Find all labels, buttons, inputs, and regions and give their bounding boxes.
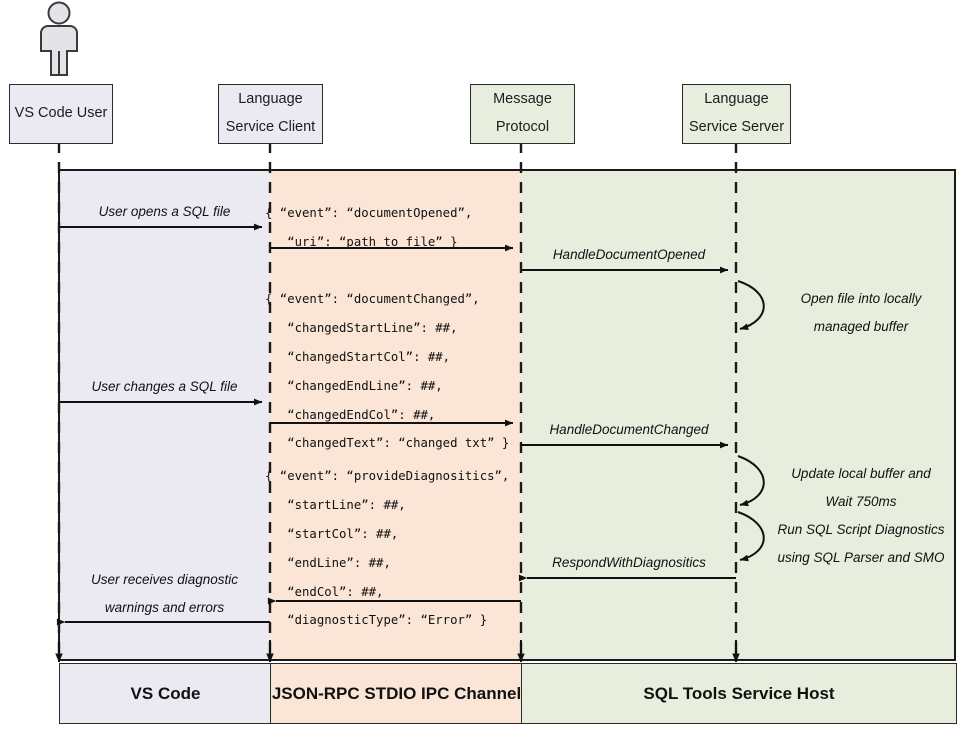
message-label-handle-document-changed: HandleDocumentChanged: [549, 422, 709, 437]
footer-vs-code[interactable]: VS Code: [59, 663, 272, 724]
lifeline-label-line: Protocol: [495, 119, 550, 135]
json-payload-document-changed: { “event”: “documentChanged”, “changedSt…: [265, 292, 510, 451]
message-label-respond-with-diagnositics: RespondWithDiagnositics: [552, 555, 706, 570]
footer-label: VS Code: [130, 683, 201, 703]
arrow-self-open-file: [737, 280, 765, 331]
band-ipc-channel: [270, 170, 521, 660]
footer-label: SQL Tools Service Host: [643, 683, 835, 703]
lifeline-label-line: Service Client: [225, 119, 316, 135]
footer-label: JSON-RPC STDIO IPC Channel: [271, 683, 522, 703]
message-label-handle-document-opened: HandleDocumentOpened: [552, 247, 706, 262]
lifeline-label-line: Language: [704, 91, 769, 108]
lifeline-label-line: Language: [238, 91, 303, 108]
note-update-buffer: Update local buffer and Wait 750ms: [791, 466, 931, 509]
lifeline-box-message-protocol[interactable]: Message Protocol: [470, 84, 575, 144]
lifeline-label-line: Message: [493, 91, 552, 108]
note-open-file: Open file into locally managed buffer: [800, 291, 922, 334]
footer-service-host[interactable]: SQL Tools Service Host: [521, 663, 957, 724]
arrow-self-run-diagnostics: [737, 511, 765, 562]
lifeline-box-vs-code-user[interactable]: VS Code User: [9, 84, 113, 144]
band-vs-code: [59, 170, 270, 660]
json-payload-document-opened: { “event”: “documentOpened”, “uri”: “pat…: [265, 206, 473, 249]
person-icon: [40, 1, 78, 76]
message-label-user-opens: User opens a SQL file: [98, 204, 231, 219]
lifeline-box-language-service-client[interactable]: Language Service Client: [218, 84, 323, 144]
lifeline-label-line: VS Code User: [14, 105, 108, 122]
message-label-user-changes: User changes a SQL file: [91, 379, 238, 394]
json-payload-provide-diagnositics: { “event”: “provideDiagnositics”, “start…: [265, 469, 510, 628]
message-label-user-receives: User receives diagnostic warnings and er…: [90, 572, 239, 615]
lifeline-box-language-service-server[interactable]: Language Service Server: [682, 84, 791, 144]
lifeline-label-line: Service Server: [688, 119, 785, 135]
arrow-self-update-buffer: [737, 455, 765, 507]
footer-ipc-channel[interactable]: JSON-RPC STDIO IPC Channel: [270, 663, 523, 724]
note-run-diagnostics: Run SQL Script Diagnostics using SQL Par…: [777, 522, 945, 565]
